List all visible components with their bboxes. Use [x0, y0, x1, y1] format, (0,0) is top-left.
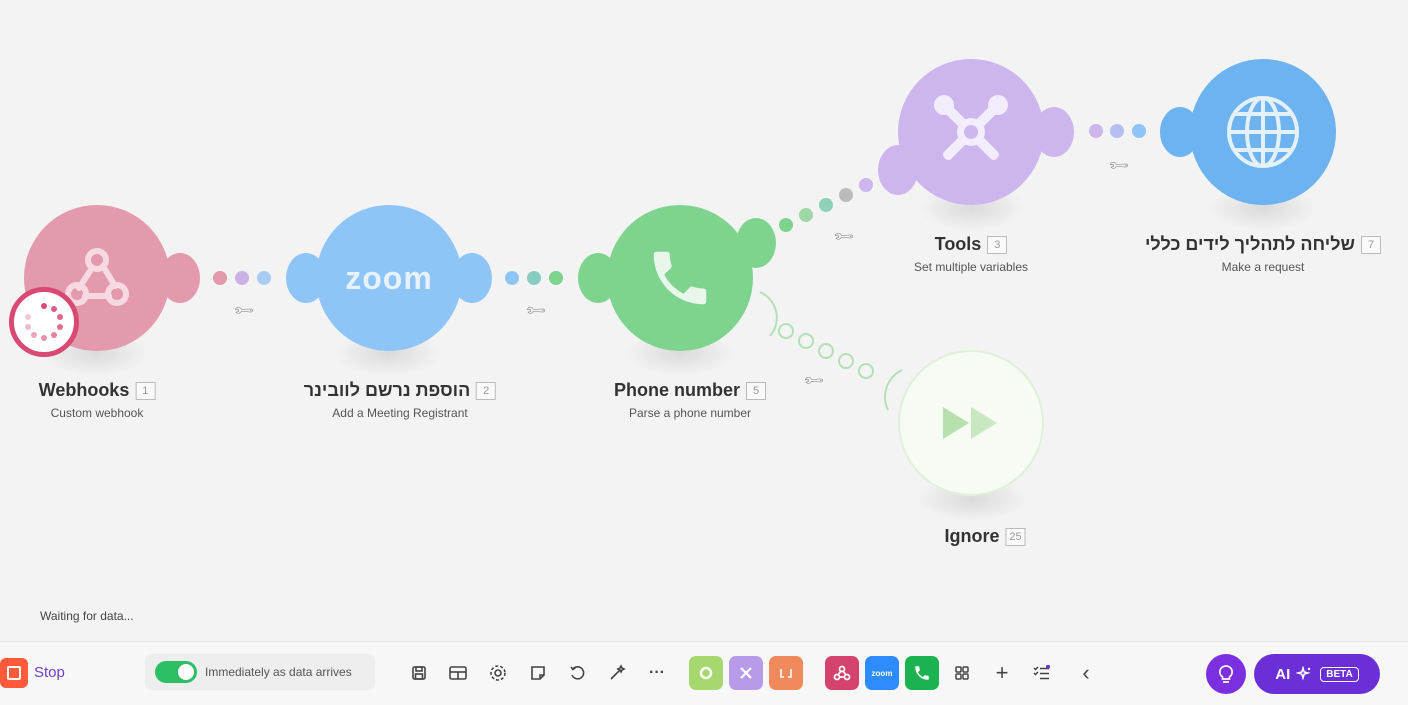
schedule-toggle[interactable] — [155, 661, 197, 683]
checklist-icon[interactable] — [1027, 658, 1057, 688]
zoom-circle[interactable]: zoom — [316, 205, 462, 351]
schedule-label: Immediately as data arrives — [205, 665, 352, 679]
zoom-logo-icon: zoom — [345, 259, 433, 296]
fast-forward-icon — [943, 407, 997, 439]
stop-icon[interactable] — [0, 658, 28, 688]
module-id-badge: 1 — [135, 382, 156, 400]
running-indicator — [9, 287, 79, 357]
module-id-badge: 3 — [987, 236, 1008, 254]
module-id-badge: 5 — [746, 382, 767, 400]
status-text: Waiting for data... — [40, 609, 134, 623]
bottom-toolbar: Stop Immediately as data arrives ··· zoo… — [0, 641, 1408, 705]
ai-assistant-button[interactable]: AI BETA — [1254, 654, 1380, 694]
module-id-badge: 25 — [1005, 528, 1026, 546]
module-subtitle: Add a Meeting Registrant — [332, 406, 468, 420]
sparkle-icon — [1296, 666, 1311, 681]
spinner-icon — [25, 303, 63, 341]
grid-icon[interactable] — [947, 658, 977, 688]
app-tools-button[interactable] — [689, 656, 723, 690]
link-webhooks-zoom[interactable] — [213, 271, 271, 285]
app-phone-button[interactable] — [905, 656, 939, 690]
module-title: Ignore — [944, 526, 1000, 546]
module-title: Webhooks — [38, 380, 130, 400]
module-id-badge: 7 — [1361, 236, 1382, 254]
ignore-circle[interactable] — [898, 350, 1044, 496]
module-title: Tools — [934, 234, 982, 254]
module-subtitle: Set multiple variables — [913, 260, 1029, 274]
ai-label: AI — [1275, 665, 1291, 683]
app-flow-control-button[interactable] — [769, 656, 803, 690]
webhook-icon — [65, 248, 129, 306]
module-subtitle: Make a request — [1221, 260, 1305, 274]
link-phone-tools[interactable] — [779, 178, 873, 232]
app-tools-variables-button[interactable] — [729, 656, 763, 690]
gear-icon[interactable] — [483, 658, 513, 688]
undo-icon[interactable] — [562, 658, 592, 688]
module-title: Phone number — [613, 380, 741, 400]
add-module-button[interactable]: + — [995, 660, 1009, 685]
auto-align-icon[interactable] — [602, 658, 632, 688]
zoom-logo-icon: zoom — [871, 668, 893, 678]
module-subtitle: Parse a phone number — [628, 406, 752, 420]
stop-button[interactable]: Stop — [34, 664, 65, 681]
tools-circle[interactable] — [898, 59, 1044, 205]
more-options-button[interactable]: ··· — [649, 664, 665, 681]
save-icon[interactable] — [404, 658, 434, 688]
note-icon[interactable] — [523, 658, 553, 688]
route-links — [213, 124, 1146, 411]
schedule-control[interactable]: Immediately as data arrives — [145, 654, 375, 690]
collapse-toolbar-button[interactable]: ‹ — [1082, 660, 1090, 685]
scenario-settings-icon[interactable] — [443, 658, 473, 688]
link-zoom-phone[interactable] — [505, 271, 563, 285]
phone-icon — [653, 251, 707, 305]
app-zoom-button[interactable]: zoom — [865, 656, 899, 690]
beta-badge: BETA — [1320, 666, 1359, 682]
tools-icon — [934, 95, 1008, 161]
http-circle[interactable] — [1190, 59, 1336, 205]
module-title: הוספת נרשם לוובינר — [303, 380, 471, 400]
lightbulb-icon[interactable] — [1206, 654, 1246, 694]
globe-icon — [1227, 96, 1299, 168]
app-webhooks-button[interactable] — [825, 656, 859, 690]
link-tools-http[interactable] — [1089, 124, 1146, 138]
link-phone-ignore[interactable] — [759, 291, 903, 411]
phone-circle[interactable] — [607, 205, 753, 351]
module-subtitle: Custom webhook — [50, 406, 144, 420]
module-id-badge: 2 — [476, 382, 497, 400]
module-title: שליחה לתהליך לידים כללי — [1144, 234, 1356, 254]
